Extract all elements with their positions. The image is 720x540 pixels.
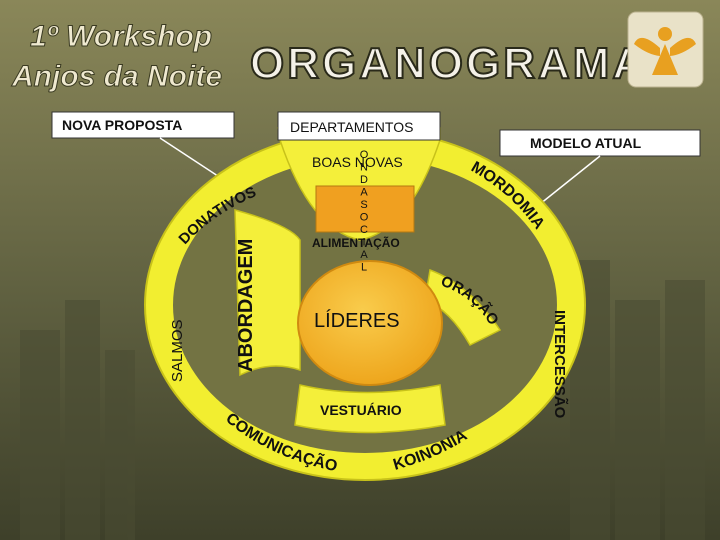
alimentacao-text: ALIMENTAÇÃO [312,235,400,250]
intercessao-text: INTERCESSÃO [551,310,569,419]
abordagem-text: ABORDAGEM [235,239,257,372]
logo-line2: Anjos da Noite [11,60,222,93]
modelo-atual-label: MODELO ATUAL [499,129,701,157]
angel-icon [627,11,704,88]
logo-line1: 1º Workshop [30,20,212,53]
nova-proposta-label: NOVA PROPOSTA [51,111,235,139]
lideres-circle: LÍDERES [297,260,443,386]
departamentos-text: DEPARTAMENTOS [290,119,413,135]
modelo-atual-text: MODELO ATUAL [530,135,642,151]
vestuario-text: VESTUÁRIO [320,402,402,418]
page-title: ORGANOGRAMA [250,39,647,88]
nova-proposta-text: NOVA PROPOSTA [62,117,182,133]
boas-novas-text: BOAS NOVAS [312,154,403,170]
salmos-text: SALMOS [169,319,186,382]
lideres-text: LÍDERES [314,309,400,332]
vestuario-band [294,384,446,434]
ondas-social-box [315,185,415,233]
workshop-logo: 1º Workshop Anjos da Noite [11,20,223,94]
